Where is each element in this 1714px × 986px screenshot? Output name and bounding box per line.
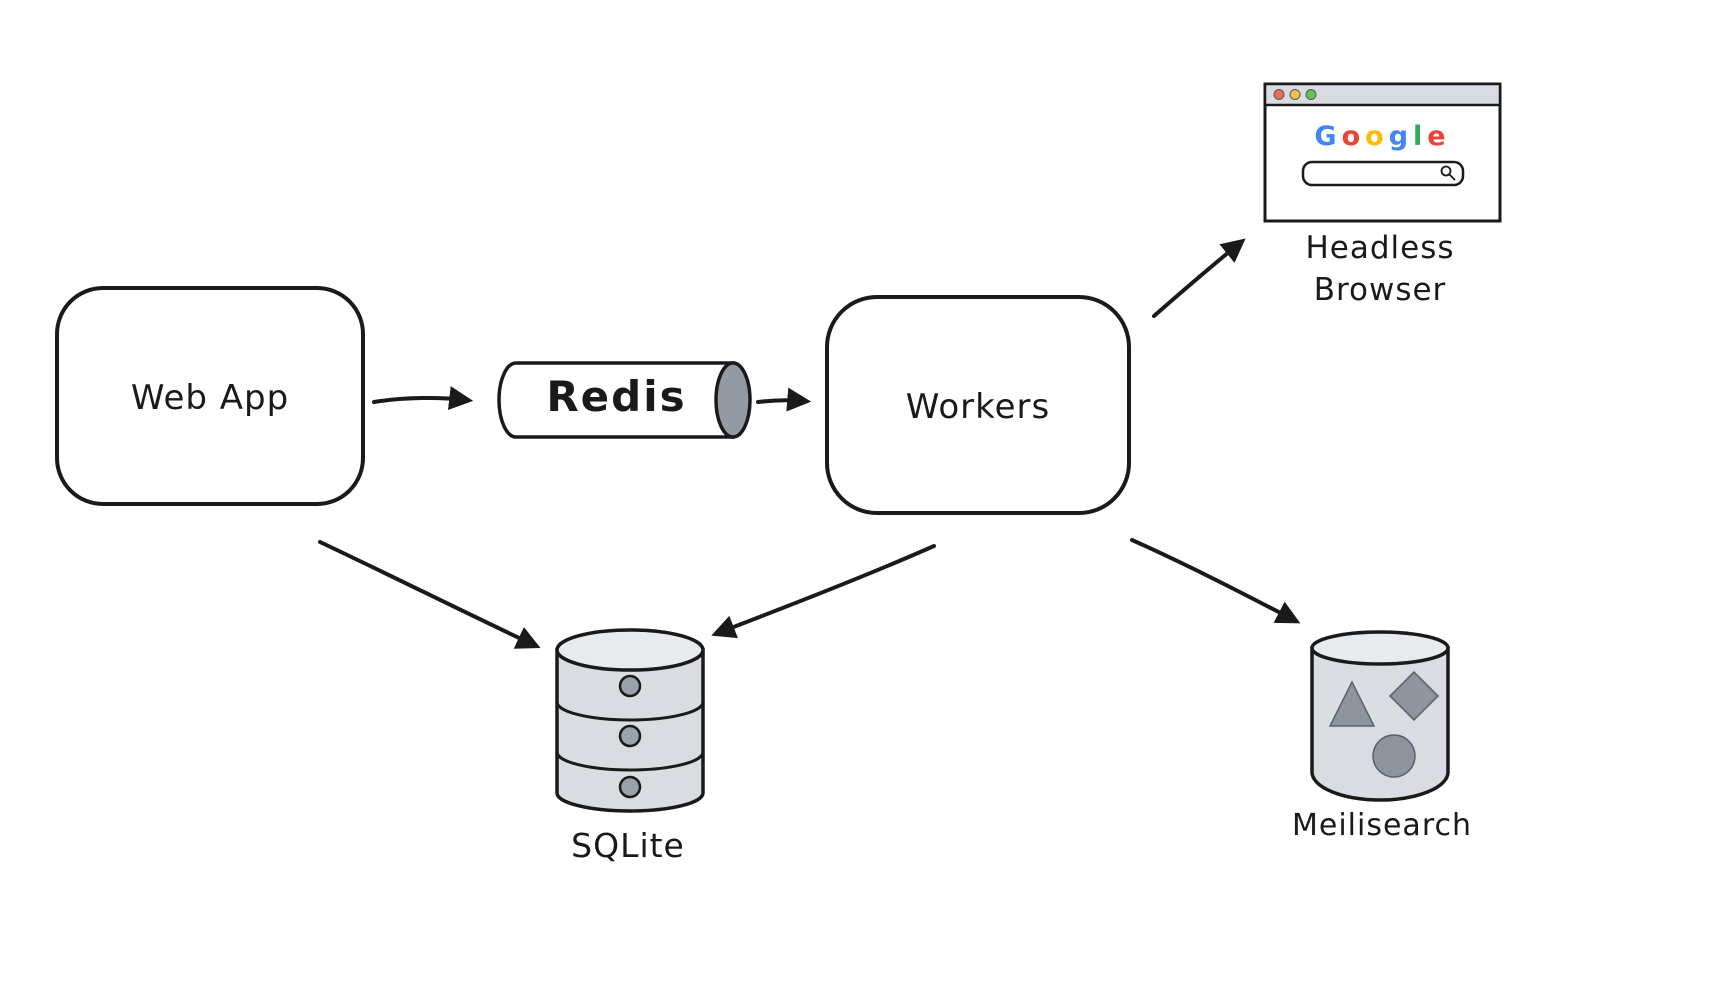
- web-app-node: [55, 286, 365, 506]
- sqlite-cylinder: [555, 628, 705, 813]
- arrow-workers-to-headless-browser: [1152, 238, 1246, 318]
- redis-node: [497, 361, 752, 439]
- browser-titlebar: [1263, 82, 1502, 107]
- traffic-light-green: [1305, 89, 1317, 100]
- traffic-light-red: [1273, 89, 1285, 100]
- sqlite-divider-2: [555, 751, 705, 772]
- meilisearch-top: [1310, 630, 1450, 666]
- google-letter: o: [1341, 121, 1366, 152]
- arrow-workers-to-sqlite: [711, 544, 936, 639]
- arrow-webapp-to-redis: [372, 386, 474, 410]
- workers-node: [825, 295, 1131, 515]
- sqlite-top: [555, 628, 705, 672]
- meilisearch-label: Meilisearch: [1292, 808, 1472, 843]
- browser-window: [1263, 82, 1502, 223]
- meilisearch-circle-shape: [1372, 734, 1416, 778]
- meilisearch-diamond-shape: [1388, 670, 1440, 722]
- redis-pipe-body: [497, 361, 735, 439]
- google-letter: g: [1388, 121, 1414, 152]
- headless-browser-label-line2: Browser: [1313, 271, 1447, 308]
- redis-pipe-cap: [714, 361, 752, 439]
- arrow-webapp-to-sqlite: [318, 540, 541, 649]
- meilisearch-triangle-shape: [1328, 680, 1376, 727]
- google-letter: o: [1365, 121, 1389, 152]
- web-app-label: Web App: [130, 378, 290, 418]
- google-letter: G: [1314, 121, 1342, 152]
- traffic-light-yellow: [1289, 89, 1301, 100]
- sqlite-divider-1: [555, 701, 705, 722]
- headless-browser-label-line1: Headless: [1305, 230, 1455, 266]
- meilisearch-cylinder: [1310, 630, 1450, 802]
- google-letter: l: [1413, 121, 1428, 152]
- redis-label: Redis: [546, 372, 687, 421]
- sqlite-port-2: [618, 724, 642, 748]
- sqlite-port-1: [618, 674, 642, 698]
- workers-label: Workers: [905, 387, 1051, 427]
- arrow-workers-to-meilisearch: [1130, 538, 1301, 624]
- magnifier-icon: [1440, 165, 1456, 181]
- arrow-redis-to-workers: [756, 387, 812, 412]
- sqlite-label: SQLite: [571, 826, 685, 865]
- headless-browser-label: Headless Browser: [1250, 228, 1510, 312]
- sqlite-port-3: [618, 775, 642, 799]
- browser-search-box: [1301, 160, 1465, 187]
- google-letter: e: [1427, 121, 1451, 152]
- google-logo: Google: [1265, 121, 1500, 152]
- browser-frame: [1263, 82, 1502, 223]
